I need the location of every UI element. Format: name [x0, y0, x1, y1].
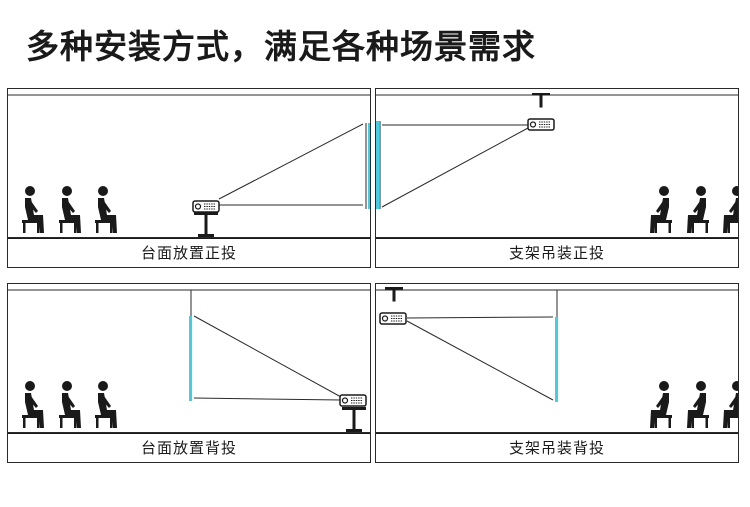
- panel-caption: 支架吊装背投: [376, 432, 738, 462]
- scene-ceiling-rear: [376, 287, 738, 434]
- person-icon: [687, 186, 709, 233]
- person-icon: [687, 381, 709, 428]
- projector-icon: [527, 118, 555, 131]
- person-icon: [59, 186, 81, 233]
- ceiling-mount-icon: [385, 287, 403, 302]
- audience-group: [22, 381, 117, 428]
- panel-ceiling-front: 支架吊装正投: [375, 88, 739, 268]
- person-icon: [59, 381, 81, 428]
- person-icon: [650, 186, 672, 233]
- projection-screen: [189, 316, 192, 401]
- person-icon: [723, 381, 738, 428]
- projector-icon: [339, 394, 367, 407]
- panel-ceiling-rear: 支架吊装背投: [375, 283, 739, 463]
- person-icon: [723, 186, 738, 233]
- projector-icon: [192, 200, 220, 213]
- table-icon: [194, 212, 218, 237]
- projector-icon: [379, 312, 407, 325]
- person-icon: [650, 381, 672, 428]
- scene-table-rear: [8, 289, 370, 434]
- panel-caption: 台面放置正投: [8, 237, 370, 267]
- audience-group: [650, 381, 738, 428]
- scene-table-front: [8, 94, 370, 239]
- person-icon: [22, 381, 44, 428]
- panel-table-rear: 台面放置背投: [7, 283, 371, 463]
- projection-screen: [555, 317, 558, 402]
- page-title: 多种安装方式，满足各种场景需求: [26, 27, 536, 66]
- scene-ceiling-front: [376, 93, 738, 239]
- ceiling-mount-icon: [532, 93, 550, 108]
- panel-caption: 台面放置背投: [8, 432, 370, 462]
- person-icon: [95, 381, 117, 428]
- panel-table-front: 台面放置正投: [7, 88, 371, 268]
- person-icon: [95, 186, 117, 233]
- audience-group: [650, 186, 738, 233]
- person-icon: [22, 186, 44, 233]
- audience-group: [22, 186, 117, 233]
- projection-screen: [376, 121, 379, 209]
- panel-caption: 支架吊装正投: [376, 237, 738, 267]
- projection-screen: [368, 123, 370, 209]
- table-icon: [342, 407, 366, 432]
